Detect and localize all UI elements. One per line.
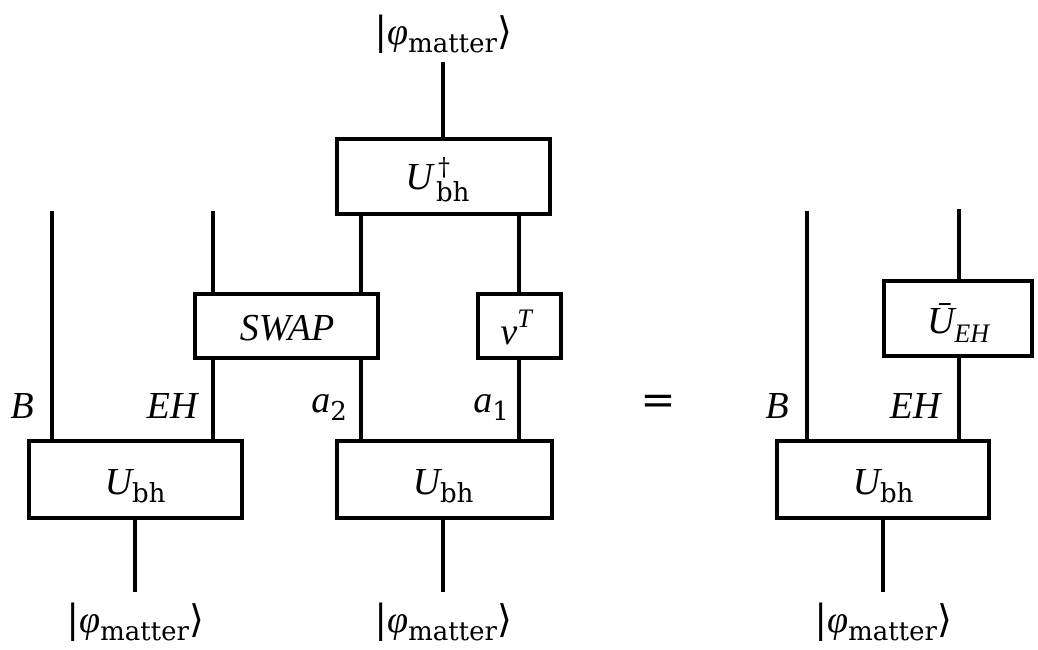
label-a1: a1: [473, 379, 509, 427]
gate-u-bar-eh-label: ŪEH: [927, 300, 990, 348]
gate-u-bh-right-box: [775, 439, 991, 520]
gate-swap: SWAP: [193, 292, 380, 360]
ket-top: |φmatter⟩: [374, 9, 512, 59]
gate-swap-box: [193, 292, 380, 360]
label-b-left: B: [10, 385, 33, 427]
gate-u-bh-dagger-sub: bh: [436, 178, 470, 208]
ket-bottom-middle: |φmatter⟩: [374, 597, 512, 647]
gate-u-bh-middle-label: Ubh: [413, 461, 474, 509]
gate-u-bh-left: Ubh: [27, 439, 244, 520]
equals-sign: =: [640, 375, 675, 424]
ket-bottom-left: |φmatter⟩: [66, 597, 204, 647]
gate-u-bh-left-box: [27, 439, 244, 520]
gate-u-bh-middle-box: [335, 439, 554, 520]
gate-swap-label: SWAP: [240, 307, 334, 349]
right-network-wires: [805, 209, 961, 592]
gate-v-transpose-label: vT: [500, 304, 533, 353]
ket-bottom-right: |φmatter⟩: [814, 597, 952, 647]
gate-u-bar-eh-box: [882, 279, 1034, 358]
gate-u-bh-middle: Ubh: [335, 439, 554, 520]
gate-u-bh-dagger: U † bh: [335, 137, 552, 216]
label-eh-right: EH: [889, 385, 943, 427]
gate-u-bh-dagger-sup: †: [438, 153, 450, 181]
gate-v-transpose-box: [476, 292, 563, 360]
gate-u-bh-left-label: Ubh: [105, 461, 166, 509]
label-a2: a2: [311, 379, 347, 427]
gate-v-transpose: vT: [476, 292, 563, 360]
left-network-wires: [50, 62, 521, 592]
label-b-right: B: [765, 385, 788, 427]
gate-u-bar-eh: ŪEH: [882, 279, 1034, 358]
gate-u-bh-dagger-base: U: [405, 156, 435, 198]
label-eh-left: EH: [146, 385, 200, 427]
gate-u-bh-dagger-box: [335, 137, 552, 216]
gate-u-bh-right-label: Ubh: [853, 461, 914, 509]
gate-u-bh-right: Ubh: [775, 439, 991, 520]
